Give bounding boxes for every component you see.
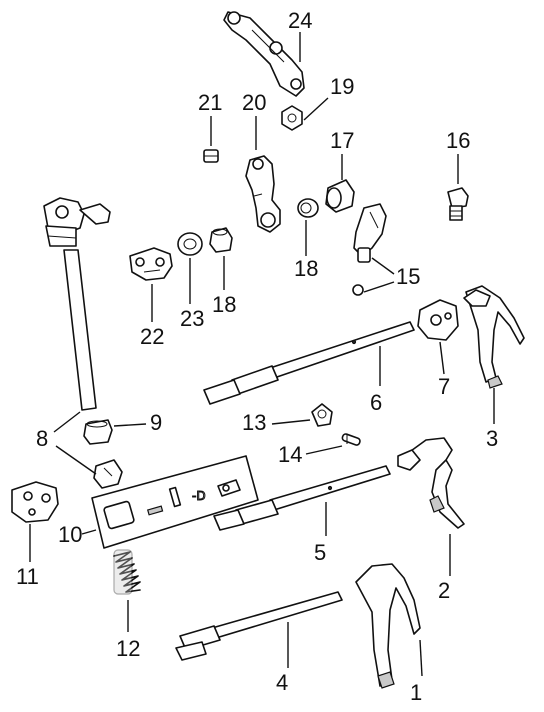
label-19: 19 bbox=[330, 74, 354, 99]
label-15: 15 bbox=[396, 264, 420, 289]
label-4: 4 bbox=[276, 670, 288, 695]
label-8: 8 bbox=[36, 426, 48, 451]
label-21: 21 bbox=[198, 90, 222, 115]
leader-8a bbox=[53, 411, 81, 433]
svg-text:-D: -D bbox=[192, 489, 206, 503]
part-23-seal bbox=[177, 232, 203, 256]
part-17-bushing bbox=[325, 179, 355, 213]
part-13-detent-plug bbox=[311, 403, 333, 427]
label-12: 12 bbox=[116, 636, 140, 661]
label-10: 10 bbox=[58, 522, 82, 547]
label-18-right: 18 bbox=[294, 256, 318, 281]
part-4-shift-rail bbox=[175, 591, 343, 661]
label-5: 5 bbox=[314, 540, 326, 565]
label-22: 22 bbox=[140, 324, 164, 349]
part-14-spring-pin bbox=[341, 433, 361, 446]
part-22-interlock-plate bbox=[129, 247, 173, 281]
part-2-shift-fork bbox=[397, 437, 465, 529]
label-16: 16 bbox=[446, 128, 470, 153]
label-3: 3 bbox=[486, 426, 498, 451]
part-9-bushing bbox=[83, 419, 113, 445]
label-13: 13 bbox=[242, 410, 266, 435]
part-12-spring bbox=[113, 549, 141, 595]
leader-9 bbox=[113, 423, 147, 427]
leader-10 bbox=[81, 529, 97, 535]
part-18-right-bushing bbox=[297, 198, 319, 218]
part-15-shift-socket bbox=[352, 203, 387, 296]
part-18-left-bushing bbox=[209, 227, 233, 253]
part-24-lever-arm bbox=[223, 11, 305, 97]
leader-15b bbox=[363, 281, 395, 293]
part-5-shift-rail bbox=[213, 465, 391, 531]
leader-15a bbox=[371, 257, 395, 275]
part-11-bracket bbox=[11, 481, 59, 523]
label-14: 14 bbox=[278, 442, 302, 467]
part-20-selector-lever bbox=[245, 155, 281, 233]
label-6: 6 bbox=[370, 390, 382, 415]
label-24: 24 bbox=[288, 8, 312, 33]
label-7: 7 bbox=[438, 374, 450, 399]
leader-8b bbox=[55, 445, 97, 475]
leader-14 bbox=[305, 445, 343, 455]
label-20: 20 bbox=[242, 90, 266, 115]
part-19-nut bbox=[281, 105, 303, 131]
label-9: 9 bbox=[150, 410, 162, 435]
part-8-lower-clip bbox=[93, 459, 123, 489]
part-21-block bbox=[203, 149, 219, 163]
label-17: 17 bbox=[330, 128, 354, 153]
label-1: 1 bbox=[410, 680, 422, 705]
part-8-shift-shaft bbox=[43, 197, 111, 411]
part-7-shift-block bbox=[417, 299, 459, 341]
part-1-shift-fork bbox=[355, 563, 421, 689]
part-10-shift-cover: -D bbox=[91, 455, 259, 549]
leader-19 bbox=[303, 97, 329, 121]
label-23: 23 bbox=[180, 306, 204, 331]
label-11: 11 bbox=[16, 564, 39, 589]
leader-7 bbox=[439, 341, 445, 375]
part-3-shift-fork bbox=[463, 285, 525, 389]
part-16-bolt bbox=[447, 187, 469, 221]
leader-1 bbox=[419, 639, 423, 677]
leader-13 bbox=[271, 419, 311, 425]
label-2: 2 bbox=[438, 578, 450, 603]
label-18-left: 18 bbox=[212, 292, 236, 317]
part-6-shift-rail bbox=[203, 321, 415, 405]
